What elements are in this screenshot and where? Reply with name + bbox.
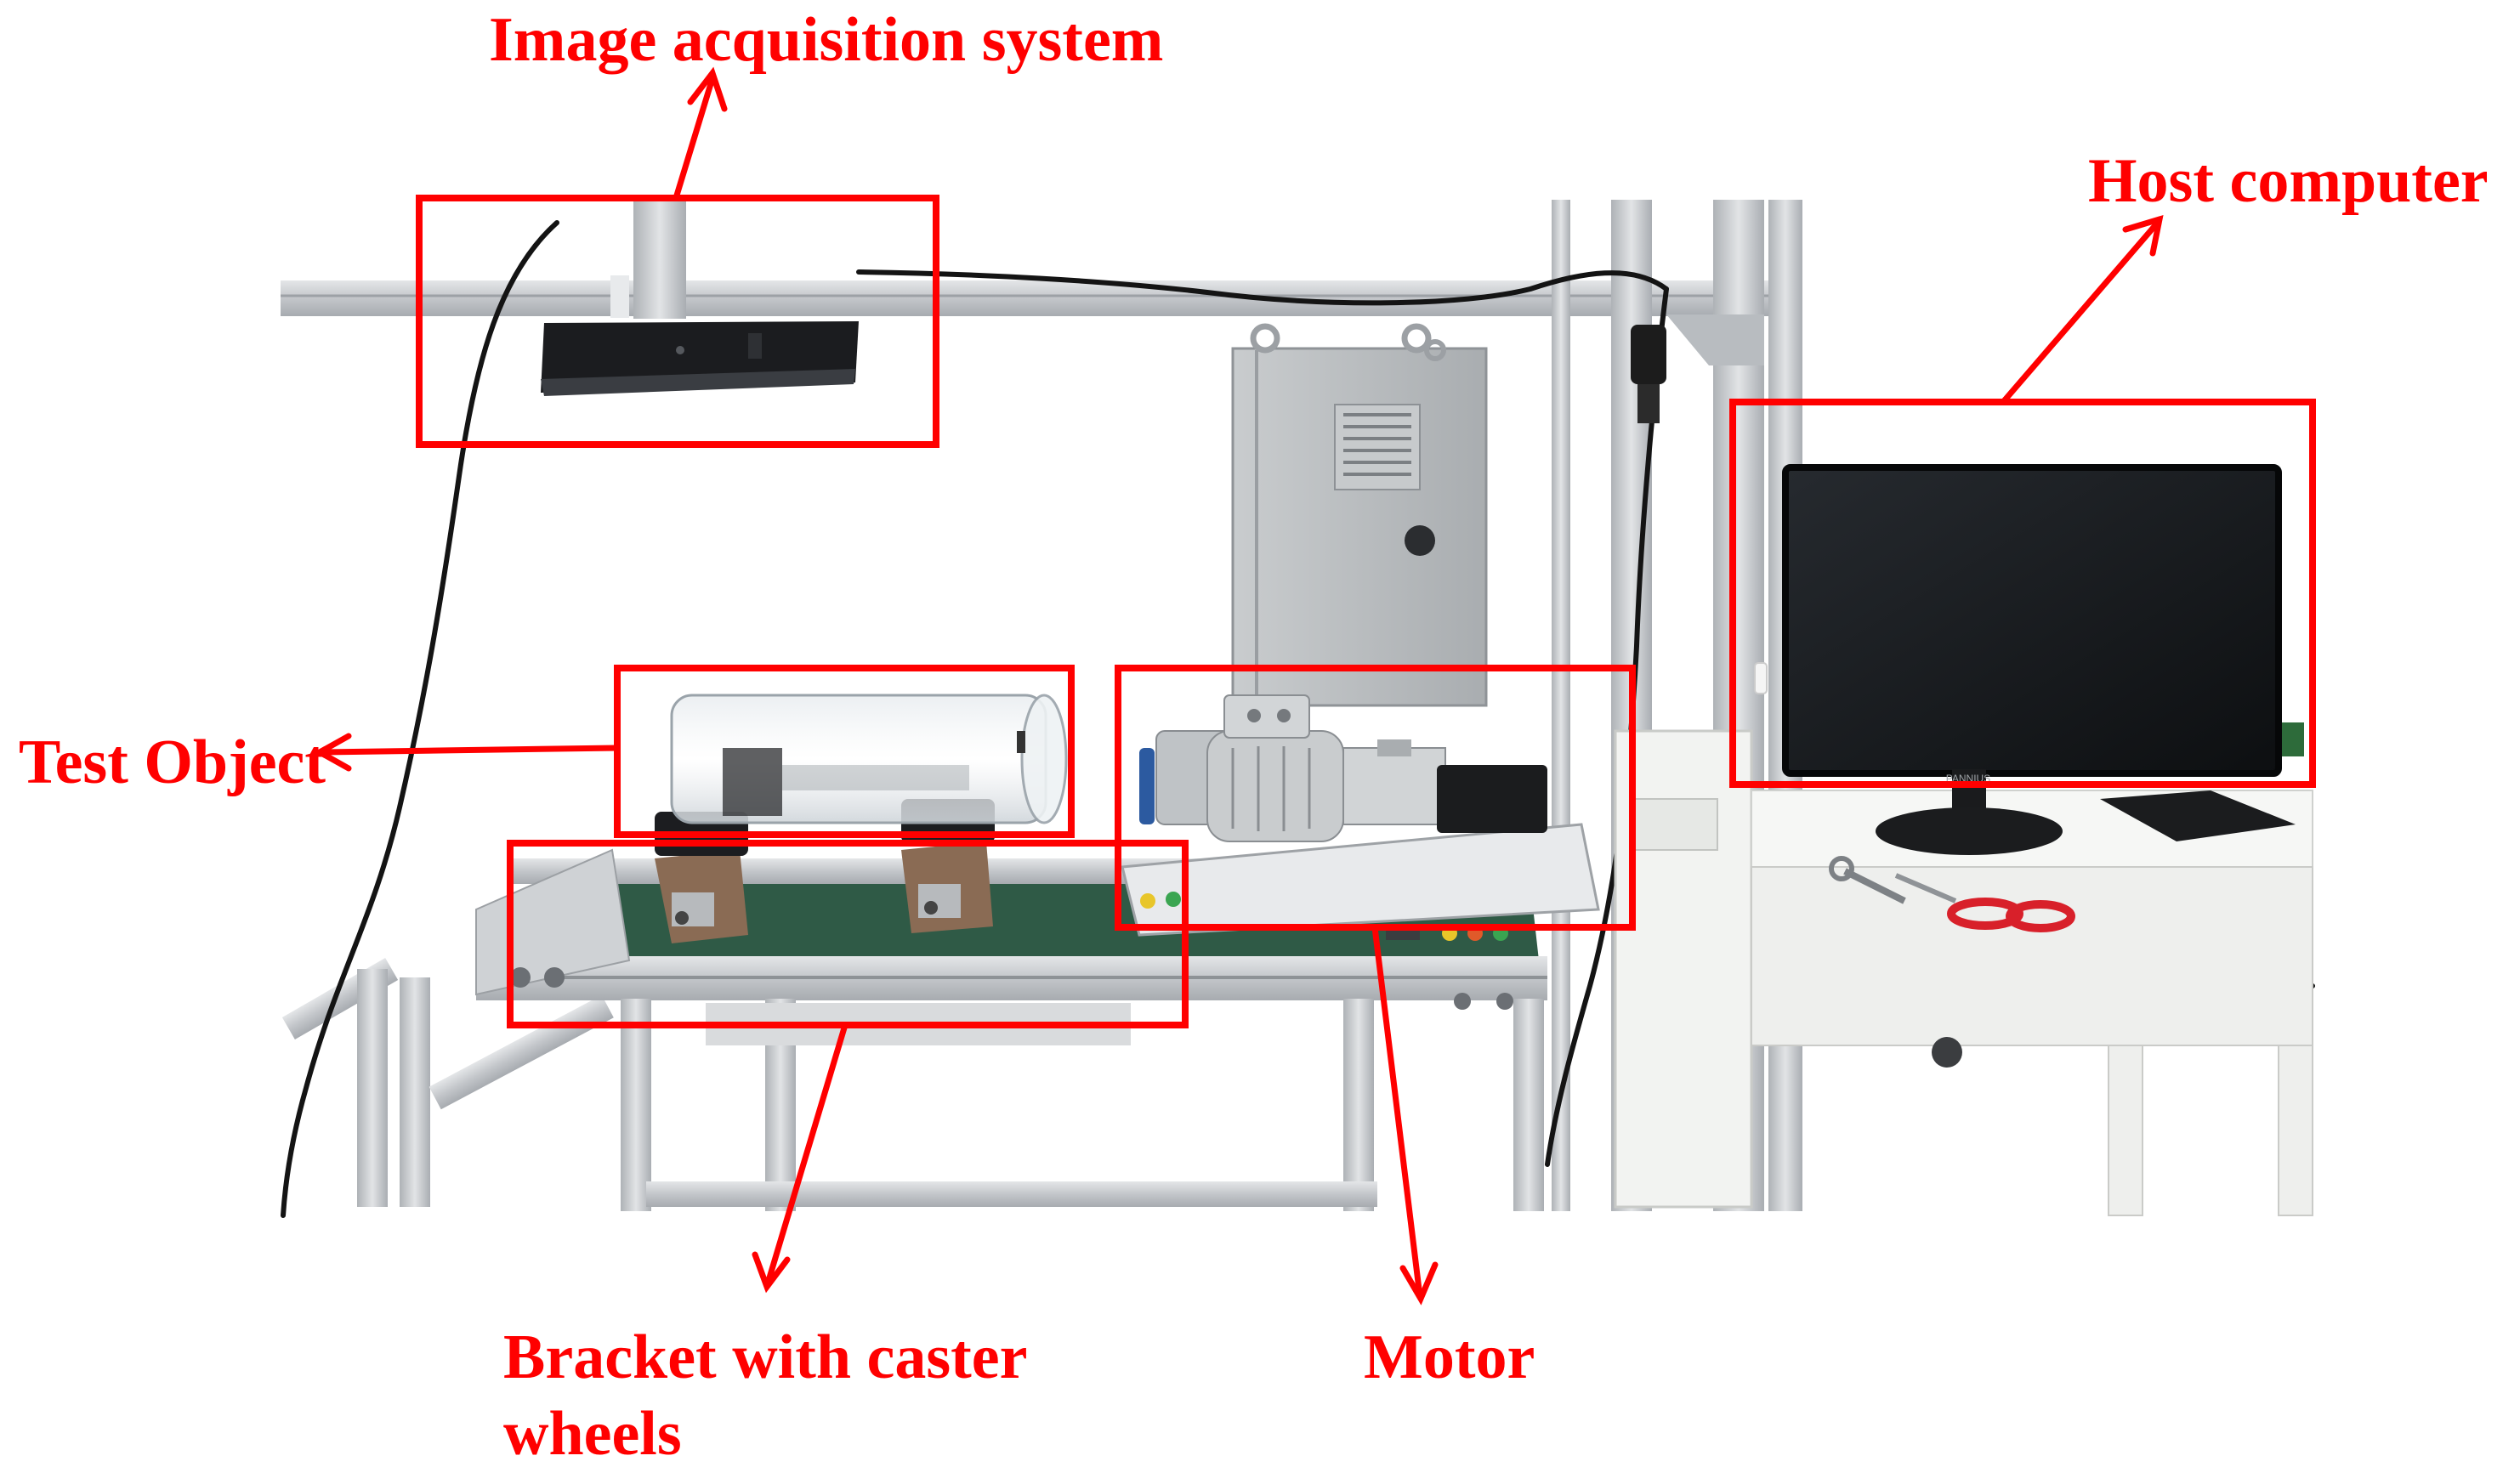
- scissors: [1894, 873, 2075, 932]
- arrow-bracket: [764, 1022, 849, 1287]
- arrow-test-object: [318, 745, 621, 756]
- label-host-computer: Host computer: [2088, 146, 2489, 216]
- arrow-motor: [1371, 924, 1423, 1300]
- control-cabinet: [1231, 323, 1488, 707]
- arrow-image-acquisition: [673, 75, 716, 201]
- label-bracket-line2: wheels: [503, 1399, 682, 1470]
- test-object-tube: [670, 694, 1068, 824]
- monitor: PANNIUS: [1754, 464, 2282, 855]
- box-host-computer: [1729, 399, 2316, 788]
- arrow-host-computer: [2000, 221, 2160, 405]
- annotation-arrows: [313, 66, 2164, 1306]
- camera-device: [541, 275, 859, 396]
- label-bracket-with-caster-wheels: Bracket with caster wheels: [503, 1319, 1027, 1473]
- motor-assembly: [1121, 694, 1600, 941]
- label-test-object: Test Object: [19, 728, 326, 797]
- label-bracket-line1: Bracket with caster: [503, 1323, 1028, 1392]
- box-test-object: [614, 665, 1075, 838]
- power-plug: [1631, 325, 1666, 423]
- label-motor: Motor: [1364, 1323, 1535, 1392]
- label-image-acquisition-system: Image acquisition system: [489, 5, 1164, 75]
